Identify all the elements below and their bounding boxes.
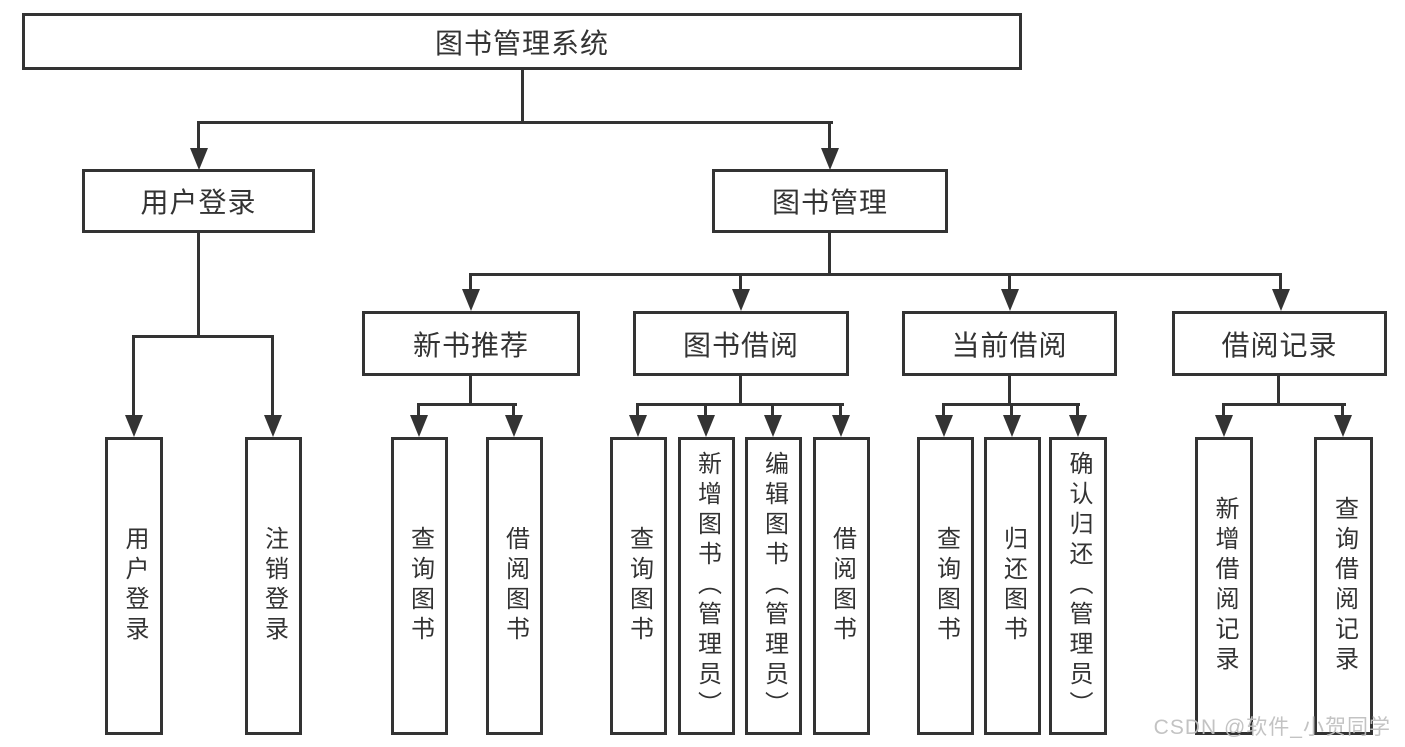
node-label: 图书借阅 bbox=[682, 329, 799, 361]
arrowhead-icon bbox=[697, 415, 715, 437]
edge-line bbox=[1222, 406, 1225, 417]
edge-line bbox=[1277, 376, 1280, 406]
edge-line bbox=[704, 406, 707, 417]
edge-line bbox=[771, 406, 774, 417]
node-label: 借阅图书 bbox=[828, 526, 856, 646]
arrowhead-icon bbox=[1272, 289, 1290, 311]
node-book-borrow: 图书借阅 bbox=[633, 311, 849, 376]
edge-line bbox=[1279, 276, 1282, 291]
node-label: 注销登录 bbox=[260, 526, 288, 646]
node-current-borrow: 当前借阅 bbox=[902, 311, 1117, 376]
arrowhead-icon bbox=[1334, 415, 1352, 437]
node-label: 编辑图书（管理员） bbox=[760, 451, 788, 721]
leaf-user-login: 用户登录 bbox=[105, 437, 163, 735]
edge-line bbox=[1010, 406, 1013, 417]
edge-line bbox=[521, 70, 524, 124]
edge-line bbox=[739, 376, 742, 406]
leaf-query-borrow-record: 查询借阅记录 bbox=[1314, 437, 1373, 735]
leaf-add-borrow-record: 新增借阅记录 bbox=[1195, 437, 1253, 735]
edge-line bbox=[942, 406, 945, 417]
leaf-borrow-books: 借阅图书 bbox=[813, 437, 870, 735]
edge-line bbox=[1008, 376, 1011, 406]
arrowhead-icon bbox=[732, 289, 750, 311]
node-borrow-records: 借阅记录 bbox=[1172, 311, 1387, 376]
edge-line bbox=[828, 124, 831, 150]
edge-line bbox=[839, 406, 842, 417]
arrowhead-icon bbox=[1001, 289, 1019, 311]
arrowhead-icon bbox=[764, 415, 782, 437]
edge-line bbox=[739, 276, 742, 291]
node-label: 新增图书（管理员） bbox=[693, 451, 721, 721]
arrowhead-icon bbox=[505, 415, 523, 437]
edge-line bbox=[197, 233, 200, 338]
arrowhead-icon bbox=[410, 415, 428, 437]
node-label: 查询借阅记录 bbox=[1330, 496, 1358, 676]
node-label: 查询图书 bbox=[625, 526, 653, 646]
node-label: 借阅图书 bbox=[501, 526, 529, 646]
arrowhead-icon bbox=[629, 415, 647, 437]
leaf-query-books-recommend: 查询图书 bbox=[391, 437, 448, 735]
leaf-query-books-borrow: 查询图书 bbox=[610, 437, 667, 735]
edge-line bbox=[1341, 406, 1344, 417]
leaf-logout: 注销登录 bbox=[245, 437, 302, 735]
arrowhead-icon bbox=[832, 415, 850, 437]
leaf-borrow-books-recommend: 借阅图书 bbox=[486, 437, 543, 735]
node-label: 当前借阅 bbox=[951, 329, 1068, 361]
node-label: 新书推荐 bbox=[412, 329, 529, 361]
arrowhead-icon bbox=[1069, 415, 1087, 437]
edge-line bbox=[636, 406, 639, 417]
edge-line bbox=[469, 276, 472, 291]
node-label: 查询图书 bbox=[932, 526, 960, 646]
edge-line bbox=[828, 233, 831, 276]
edge-line bbox=[132, 335, 274, 338]
arrowhead-icon bbox=[462, 289, 480, 311]
node-library-management-system: 图书管理系统 bbox=[22, 13, 1022, 70]
edge-line bbox=[132, 338, 135, 417]
arrowhead-icon bbox=[125, 415, 143, 437]
edge-line bbox=[1008, 276, 1011, 291]
node-new-book-recommend: 新书推荐 bbox=[362, 311, 580, 376]
arrowhead-icon bbox=[1003, 415, 1021, 437]
leaf-return-books: 归还图书 bbox=[984, 437, 1041, 735]
leaf-edit-books-admin: 编辑图书（管理员） bbox=[745, 437, 802, 735]
node-label: 新增借阅记录 bbox=[1211, 496, 1238, 676]
node-label: 确认归还（管理员） bbox=[1065, 451, 1092, 721]
node-label: 图书管理 bbox=[771, 187, 888, 218]
node-label: 归还图书 bbox=[999, 526, 1027, 646]
arrowhead-icon bbox=[1215, 415, 1233, 437]
arrowhead-icon bbox=[264, 415, 282, 437]
edge-line bbox=[1076, 406, 1079, 417]
edge-line bbox=[197, 121, 833, 124]
leaf-confirm-return-admin: 确认归还（管理员） bbox=[1049, 437, 1107, 735]
node-label: 用户登录 bbox=[121, 526, 148, 646]
node-label: 用户登录 bbox=[140, 187, 257, 218]
edge-line bbox=[271, 338, 274, 417]
node-label: 查询图书 bbox=[406, 526, 434, 646]
edge-line bbox=[197, 124, 200, 150]
node-label: 图书管理系统 bbox=[434, 27, 609, 59]
edge-line bbox=[1222, 403, 1346, 406]
node-label: 借阅记录 bbox=[1221, 329, 1338, 361]
edge-line bbox=[469, 273, 1282, 276]
arrowhead-icon bbox=[935, 415, 953, 437]
leaf-query-books-current: 查询图书 bbox=[917, 437, 974, 735]
edge-line bbox=[417, 403, 517, 406]
node-book-management: 图书管理 bbox=[712, 169, 948, 233]
edge-line bbox=[417, 406, 420, 417]
csdn-watermark: CSDN @软件_小贺同学 bbox=[1153, 716, 1391, 739]
arrowhead-icon bbox=[821, 148, 839, 170]
leaf-add-books-admin: 新增图书（管理员） bbox=[678, 437, 735, 735]
edge-line bbox=[942, 403, 1080, 406]
arrowhead-icon bbox=[190, 148, 208, 170]
node-user-login: 用户登录 bbox=[82, 169, 315, 233]
edge-line bbox=[636, 403, 844, 406]
edge-line bbox=[469, 376, 472, 406]
edge-line bbox=[512, 406, 515, 417]
